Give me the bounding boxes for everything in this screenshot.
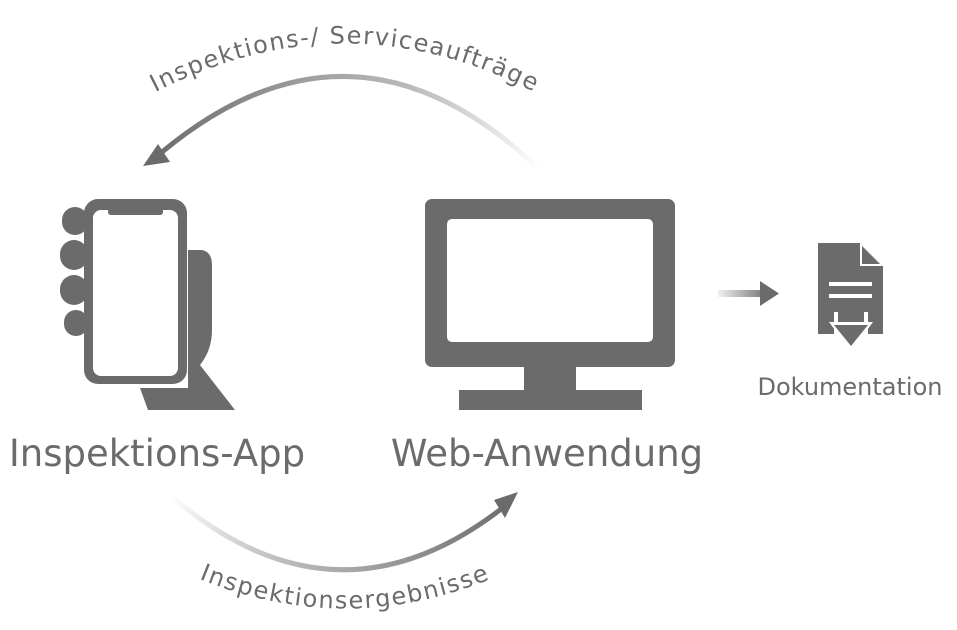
results-arrowhead — [494, 492, 518, 518]
orders-arrow — [143, 74, 541, 171]
orders-arrowhead — [143, 144, 170, 166]
export-arrow — [718, 281, 779, 306]
web-application-label: Web-Anwendung — [391, 432, 703, 475]
inspection-app-label: Inspektions-App — [9, 432, 305, 475]
export-arrowhead — [760, 281, 779, 306]
results-arrow — [169, 492, 518, 573]
documentation-label: Dokumentation — [758, 373, 943, 401]
desktop-monitor-icon — [425, 199, 675, 410]
smartphone-in-hand-icon — [60, 199, 235, 410]
results-label: Inspektionsergebnisse — [197, 558, 493, 614]
orders-label: Inspektions-/ Serviceaufträge — [145, 21, 544, 97]
document-download-icon — [818, 243, 883, 352]
